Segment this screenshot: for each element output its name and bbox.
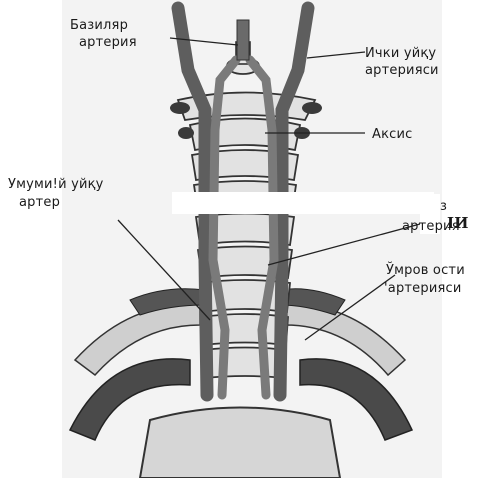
scan-artifact-band	[172, 192, 434, 214]
label-vertebral-fragment-3: ІИ	[447, 215, 469, 232]
label-basilar-line1: Базиляр	[70, 17, 128, 34]
label-common-carotid-line1: Умуми!й уйқу	[8, 176, 104, 193]
basilar-artery	[237, 20, 249, 60]
c1-process-left	[170, 102, 190, 114]
c1-process-right	[302, 102, 322, 114]
label-vertebral-fragment-1: з	[440, 198, 447, 215]
c2-process-left	[178, 127, 194, 139]
label-subclavian-line1: Ўмров ости	[386, 262, 465, 279]
label-internal-carotid-line1: Ички уйқу	[365, 45, 436, 62]
label-basilar-line2: артерия	[79, 34, 137, 51]
label-axis: Аксис	[372, 126, 413, 143]
label-subclavian-line2: 'артерияси	[384, 280, 461, 297]
label-internal-carotid-line2: артерияси	[365, 62, 439, 79]
vertebra-t2	[204, 348, 286, 379]
manubrium	[140, 408, 340, 478]
label-common-carotid-line2: артер	[19, 194, 60, 211]
